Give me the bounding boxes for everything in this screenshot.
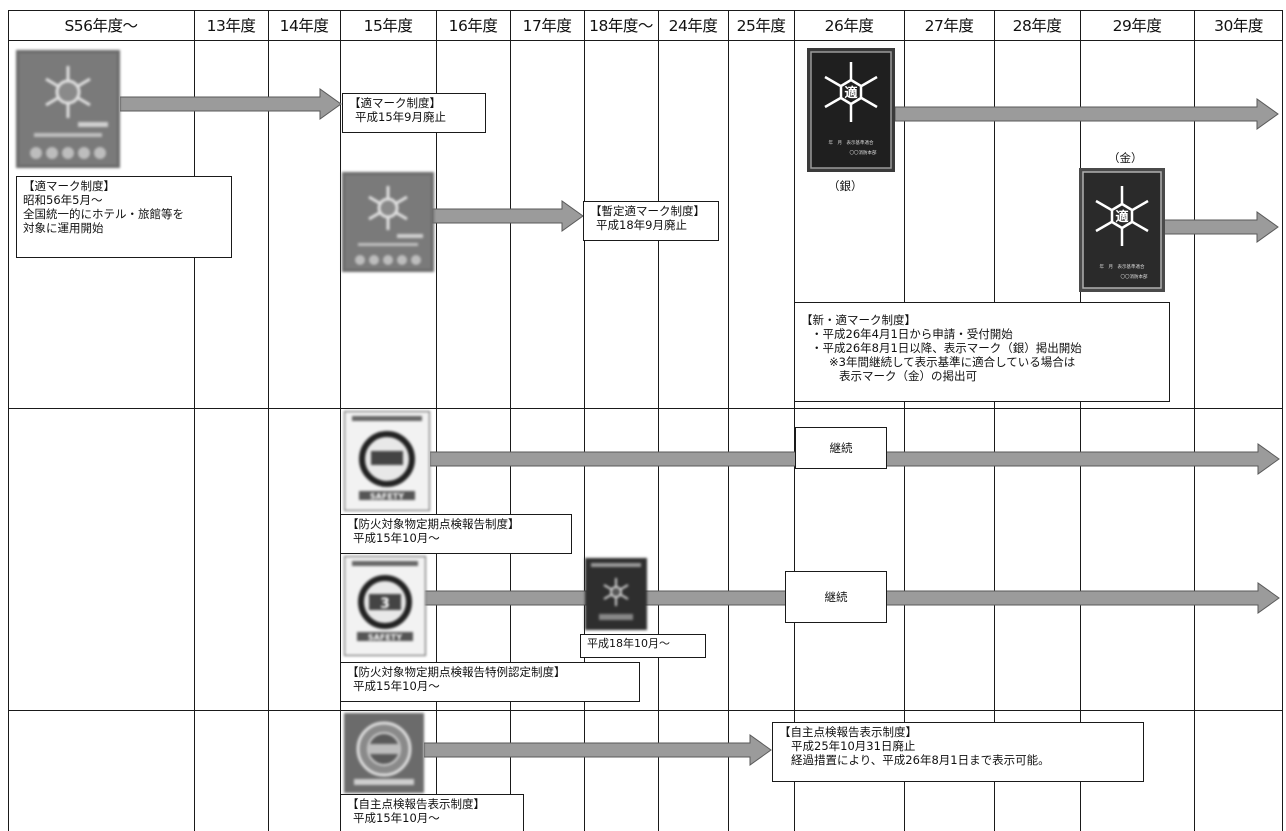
self-inspection-abolished-box: 【自主点検報告表示制度】 平成25年10月31日廃止 経過措置により、平成26年… (772, 722, 1144, 782)
grid-line (436, 10, 437, 831)
timeline-arrow (120, 88, 342, 120)
column-header-24: 24年度 (668, 17, 718, 35)
column-header-17: 17年度 (522, 17, 572, 35)
column-header-29: 29年度 (1112, 17, 1162, 35)
special-certification-mark-image: 3 SAFETY (344, 556, 426, 656)
column-header-15: 15年度 (363, 17, 413, 35)
column-header-16: 16年度 (448, 17, 498, 35)
grid-line (268, 10, 269, 831)
continue-box-periodic: 継続 (795, 427, 887, 469)
special-certification-h18-box: 平成18年10月～ (580, 634, 706, 658)
grid-line (658, 10, 659, 831)
timeline-arrow (424, 734, 772, 766)
svg-text:SAFETY: SAFETY (370, 492, 404, 501)
periodic-inspection-box: 【防火対象物定期点検報告制度】 平成15年10月～ (340, 514, 572, 554)
grid-line (8, 710, 1283, 711)
gold-label: （金） (1108, 151, 1143, 165)
column-header-28: 28年度 (1012, 17, 1062, 35)
svg-text:〇〇消防本部: 〇〇消防本部 (850, 149, 877, 156)
grid-line (1194, 10, 1195, 831)
grid-line (584, 10, 585, 831)
provisional-fitness-mark-box: 【暫定適マーク制度】 平成18年9月廃止 (583, 201, 719, 241)
self-inspection-box: 【自主点検報告表示制度】 平成15年10月～ (340, 794, 524, 831)
column-header-13: 13年度 (206, 17, 256, 35)
timeline-arrow (432, 200, 584, 232)
grid-line (8, 10, 1283, 11)
grid-line (1080, 10, 1081, 831)
special-certification-box: 【防火対象物定期点検報告特例認定制度】 平成15年10月～ (340, 662, 640, 702)
grid-line (994, 10, 995, 831)
grid-line (1282, 10, 1283, 831)
svg-text:適: 適 (1115, 209, 1128, 225)
grid-line (194, 10, 195, 831)
timeline-arrow (1164, 211, 1279, 243)
grid-line (8, 40, 1283, 41)
silver-label: （銀） (828, 179, 863, 193)
svg-text:適: 適 (844, 85, 857, 101)
column-header-26: 26年度 (824, 17, 874, 35)
column-header-27: 27年度 (924, 17, 974, 35)
special-certification-h18-mark-image (585, 558, 647, 630)
grid-line (510, 10, 511, 831)
fitness-mark-abolished-box: 【適マーク制度】 平成15年9月廃止 (342, 93, 486, 133)
grid-line (8, 408, 1283, 409)
svg-text:3: 3 (380, 596, 390, 612)
grid-line (904, 10, 905, 831)
provisional-fitness-mark-image (342, 172, 434, 272)
grid-line (728, 10, 729, 831)
grid-line (794, 10, 795, 831)
continue-box-special: 継続 (785, 571, 887, 623)
column-header-s56: S56年度～ (64, 17, 138, 35)
periodic-inspection-mark-image: SAFETY (344, 411, 430, 511)
old-fitness-mark-description: 【適マーク制度】 昭和56年5月～ 全国統一的にホテル・旅館等を 対象に運用開始 (16, 176, 232, 258)
column-header-25: 25年度 (736, 17, 786, 35)
timeline-arrow (895, 98, 1279, 130)
column-header-14: 14年度 (279, 17, 329, 35)
svg-text:SAFETY: SAFETY (368, 633, 402, 642)
new-fitness-mark-box: 【新・適マーク制度】 ・平成26年4月1日から申請・受付開始 ・平成26年8月1… (794, 302, 1170, 402)
grid-line (8, 10, 9, 831)
gold-fitness-mark-image: 適 年 月 表示基準適合 〇〇消防本部 (1079, 168, 1165, 292)
silver-fitness-mark-image: 適 年 月 表示基準適合 〇〇消防本部 (807, 48, 895, 172)
column-header-18: 18年度～ (589, 17, 653, 35)
self-inspection-mark-image (344, 713, 424, 793)
svg-text:年 月 表示基準適合: 年 月 表示基準適合 (829, 139, 874, 146)
old-fitness-mark-image (16, 50, 120, 168)
svg-text:年 月 表示基準適合: 年 月 表示基準適合 (1100, 263, 1145, 270)
grid-line (340, 10, 341, 831)
column-header-30: 30年度 (1214, 17, 1263, 35)
svg-text:〇〇消防本部: 〇〇消防本部 (1121, 273, 1148, 280)
